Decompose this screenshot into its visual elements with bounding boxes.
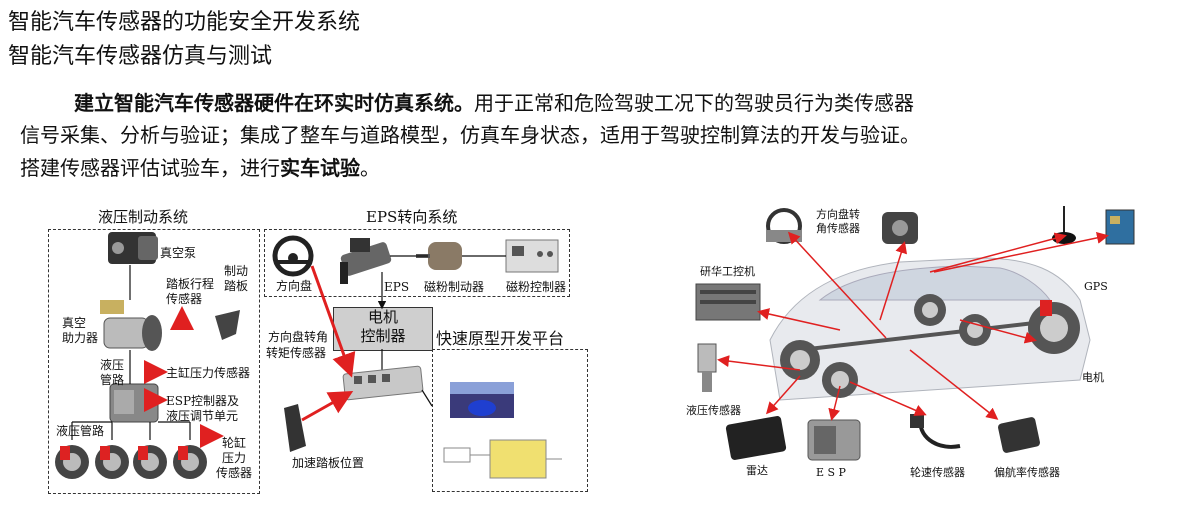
gps-module-icon	[1106, 210, 1134, 244]
label-hyd-pipe: 液压管路	[56, 424, 104, 438]
hyd-sensor-icon	[698, 344, 716, 392]
label-esp-unit-2: 液压调节单元	[166, 409, 238, 423]
label-booster-1: 真空	[62, 316, 86, 330]
label-booster-2: 助力器	[62, 331, 98, 345]
label-wheel-speed: 轮速传感器	[910, 466, 965, 480]
label-sw-angle-2: 角传感器	[816, 222, 860, 236]
label-brake-pedal-2: 踏板	[224, 279, 248, 293]
accel-pedal-icon	[284, 404, 306, 452]
label-sw-angle-1: 方向盘转	[816, 208, 860, 222]
label-sw-sensor-1: 方向盘转角	[268, 330, 328, 344]
simulink-model-icon	[444, 440, 562, 478]
brake-disc-icons	[55, 445, 207, 479]
label-vacuum-pump: 真空泵	[160, 246, 196, 260]
steering-wheel-icon	[275, 238, 311, 274]
booster-icon	[104, 315, 162, 351]
esp-icon	[808, 420, 860, 460]
label-steering-wheel: 方向盘	[276, 279, 312, 293]
label-gps: GPS	[1084, 280, 1108, 294]
esp-unit-icon	[110, 384, 158, 422]
label-pedal-travel-2: 传感器	[166, 292, 202, 306]
label-mp-ctrl: 磁粉控制器	[506, 280, 566, 294]
radar-icon	[725, 415, 786, 460]
label-sw-sensor-2: 转矩传感器	[266, 346, 326, 360]
ipc-icon	[696, 284, 760, 320]
label-mp-brake: 磁粉制动器	[424, 280, 484, 294]
label-hyd-sensor: 液压传感器	[686, 404, 741, 418]
label-brake-pedal-1: 制动	[224, 264, 248, 278]
simulation-screen-icon	[450, 382, 514, 418]
label-yaw-rate: 偏航率传感器	[994, 466, 1060, 480]
label-radar: 雷达	[746, 464, 768, 478]
label-pedal-travel-1: 踏板行程	[166, 277, 214, 291]
label-wheel-cyl-2: 压力	[222, 451, 246, 465]
label-master-cyl: 主缸压力传感器	[166, 366, 250, 380]
label-esp: E S P	[816, 466, 846, 480]
label-eps: EPS	[384, 280, 409, 294]
yaw-rate-sensor-icon	[997, 416, 1040, 453]
sw-angle-photo-icon	[766, 210, 802, 242]
label-esp-unit-1: ESP控制器及	[166, 394, 239, 408]
label-accel-pedal: 加速踏板位置	[292, 456, 364, 470]
label-motor: 电机	[1082, 371, 1104, 385]
pedal-sensor-icon	[100, 300, 124, 314]
label-wheel-cyl-3: 传感器	[216, 466, 252, 480]
label-hyd-line-2: 管路	[100, 373, 124, 387]
sw-sensor-unit-icon	[882, 212, 918, 244]
rcp-hardware-icon	[343, 366, 423, 400]
vacuum-pump-icon	[108, 232, 158, 264]
mp-controller-icon	[506, 240, 558, 272]
label-wheel-cyl-1: 轮缸	[222, 436, 246, 450]
wheel-speed-sensor-icon	[910, 414, 960, 447]
label-ipc: 研华工控机	[700, 265, 755, 279]
brake-pedal-icon	[215, 310, 240, 340]
eps-column-icon	[340, 238, 392, 284]
label-hyd-line-1: 液压	[100, 358, 124, 372]
